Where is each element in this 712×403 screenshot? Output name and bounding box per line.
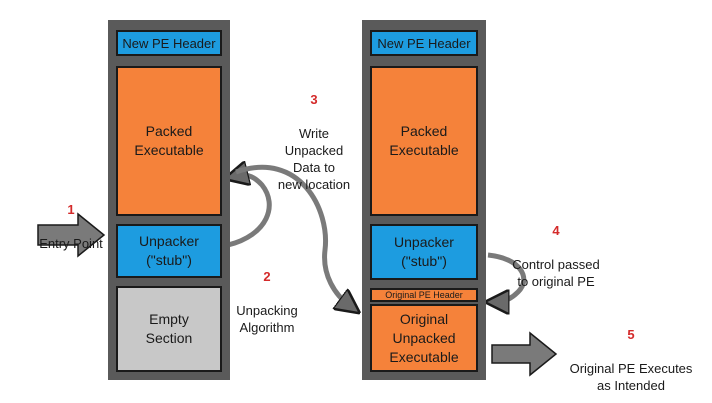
unpacker-stub-block: Unpacker ("stub") <box>370 224 478 280</box>
unpacker-stub-block: Unpacker ("stub") <box>116 224 222 278</box>
step-3-label: Write Unpacked Data to new location <box>277 126 351 192</box>
packed-file-stack: New PE Header Packed Executable Unpacker… <box>108 20 230 380</box>
step-4-label: Control passed to original PE <box>512 257 600 289</box>
step-2-number: 2 <box>263 269 271 284</box>
unpacking-loop-arrow <box>228 175 272 248</box>
write-data-arrow <box>235 164 350 306</box>
packed-executable-block: Packed Executable <box>370 66 478 216</box>
step-1-annotation: 1 Entry Point <box>26 184 116 252</box>
new-pe-header-block: New PE Header <box>370 30 478 56</box>
new-pe-header-block: New PE Header <box>116 30 222 56</box>
step-2-label: Unpacking Algorithm <box>236 303 298 335</box>
executes-arrow <box>491 331 558 377</box>
step-4-annotation: 4 Control passed to original PE <box>496 205 616 290</box>
step-5-annotation: 5 Original PE Executes as Intended <box>556 309 706 394</box>
step-1-number: 1 <box>67 202 75 217</box>
original-pe-header-block: Original PE Header <box>370 288 478 302</box>
unpacked-file-stack: New PE Header Packed Executable Unpacker… <box>362 20 486 380</box>
entry-point-arrow <box>37 212 106 258</box>
step-4-number: 4 <box>552 223 560 238</box>
step-5-label: Original PE Executes as Intended <box>569 361 693 393</box>
original-unpacked-executable-block: Original Unpacked Executable <box>370 304 478 372</box>
step-5-number: 5 <box>627 327 635 342</box>
step-1-label: Entry Point <box>39 236 103 251</box>
step-3-number: 3 <box>310 92 318 107</box>
packed-executable-block: Packed Executable <box>116 66 222 216</box>
step-2-annotation: 2 Unpacking Algorithm <box>222 251 312 336</box>
control-passed-arrow <box>488 252 527 302</box>
empty-section-block: Empty Section <box>116 286 222 372</box>
step-3-annotation: 3 Write Unpacked Data to new location <box>262 74 366 193</box>
